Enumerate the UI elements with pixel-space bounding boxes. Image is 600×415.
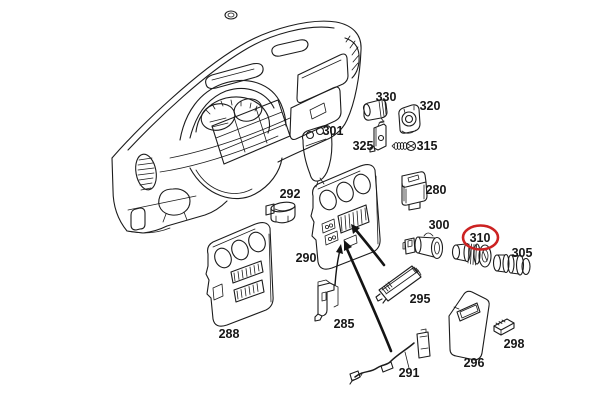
part-label-320[interactable]: 320 — [420, 99, 441, 113]
part-296-drawing — [448, 290, 490, 361]
highlight-circle-icon — [461, 224, 500, 251]
part-305-drawing — [492, 253, 531, 276]
part-label-298[interactable]: 298 — [504, 337, 525, 351]
part-288-drawing — [205, 222, 274, 327]
part-label-288[interactable]: 288 — [219, 327, 240, 341]
part-label-292[interactable]: 292 — [280, 187, 301, 201]
part-label-295[interactable]: 295 — [410, 292, 431, 306]
part-301-drawing — [301, 124, 333, 188]
part-330-drawing — [362, 99, 388, 124]
part-label-315[interactable]: 315 — [417, 139, 438, 153]
assembly-arrows — [334, 224, 393, 353]
part-label-290[interactable]: 290 — [296, 251, 317, 265]
part-label-296[interactable]: 296 — [464, 356, 485, 370]
part-label-330[interactable]: 330 — [376, 90, 397, 104]
part-label-300[interactable]: 300 — [429, 218, 450, 232]
part-label-305[interactable]: 305 — [512, 246, 533, 260]
part-325-drawing — [369, 120, 387, 153]
part-310-drawing — [451, 242, 492, 268]
part-callouts: 330 320 325 315 301 280 292 300 310 305 … — [219, 90, 533, 380]
part-label-325[interactable]: 325 — [353, 139, 374, 153]
part-290-drawing — [310, 164, 381, 270]
part-292-drawing — [265, 201, 296, 224]
part-315-drawing — [391, 140, 417, 152]
part-label-285[interactable]: 285 — [334, 317, 355, 331]
part-280-drawing — [401, 171, 428, 211]
part-300-drawing — [402, 232, 444, 260]
part-295-drawing — [375, 265, 422, 304]
part-291-drawing — [349, 328, 431, 385]
part-285-drawing — [314, 279, 339, 322]
part-label-280[interactable]: 280 — [426, 183, 447, 197]
part-label-301[interactable]: 301 — [323, 124, 344, 138]
part-298-drawing — [493, 318, 515, 336]
part-label-291[interactable]: 291 — [399, 366, 420, 380]
part-label-310[interactable]: 310 — [470, 231, 491, 245]
dashboard-drawing — [111, 10, 362, 234]
part-320-drawing — [398, 104, 421, 134]
